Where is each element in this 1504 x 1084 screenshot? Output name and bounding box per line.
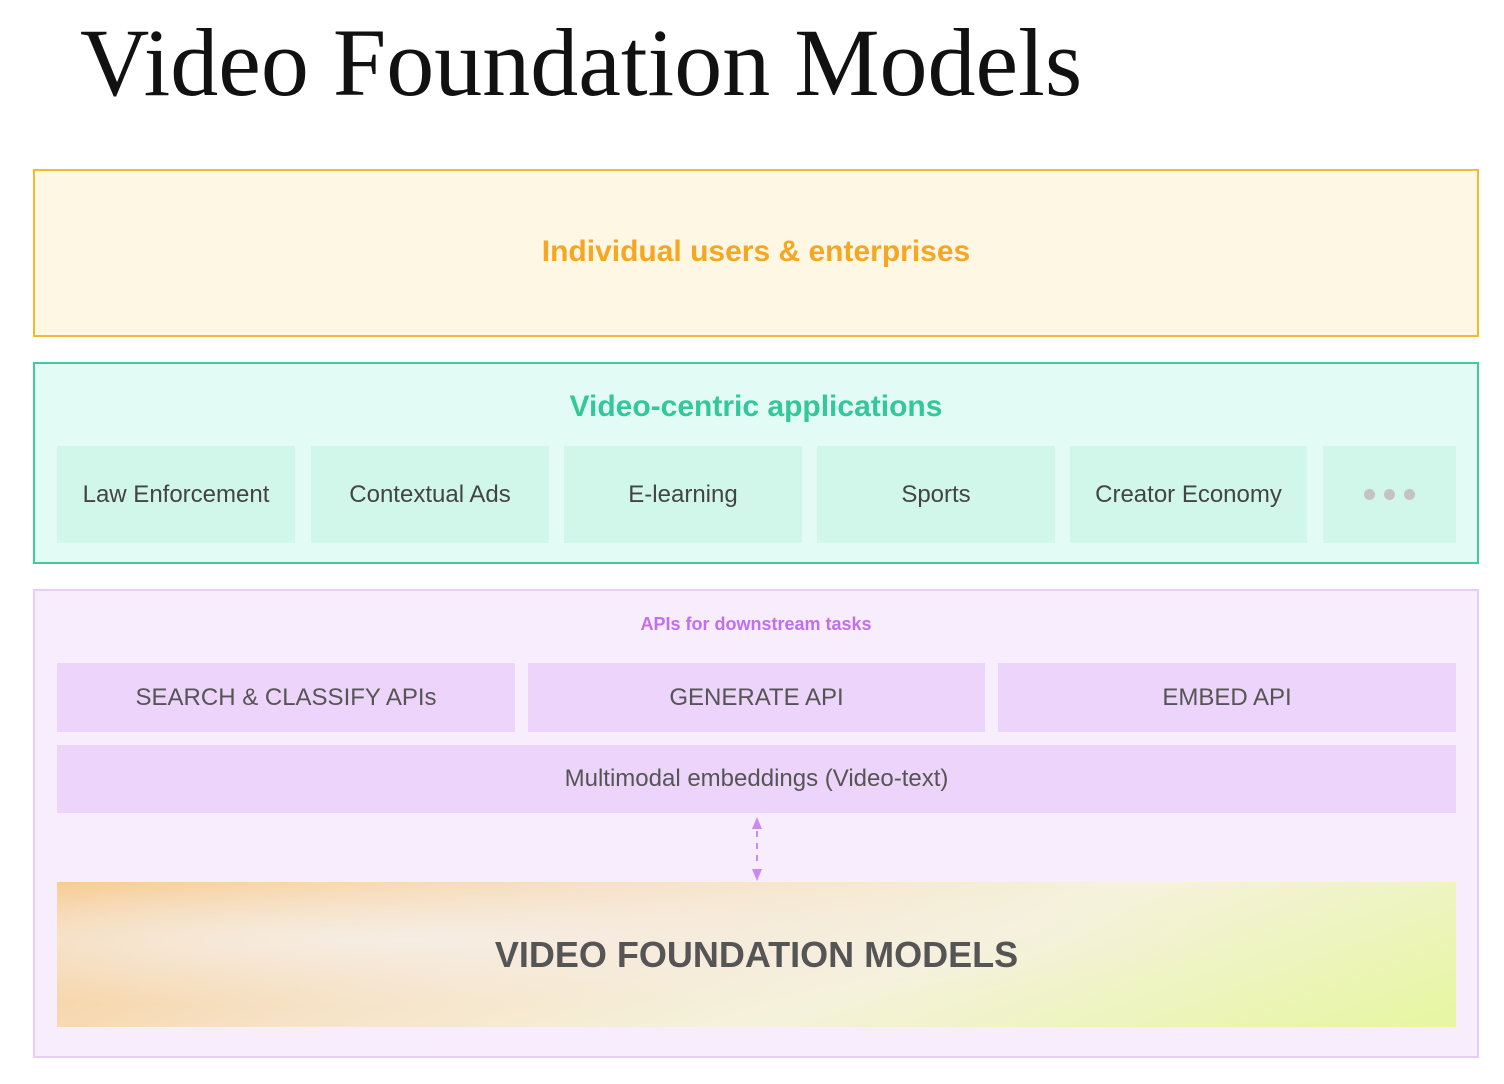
app-tile-e-learning: E-learning	[564, 446, 802, 543]
app-tile-law-enforcement: Law Enforcement	[57, 446, 295, 543]
app-tile-contextual-ads: Contextual Ads	[311, 446, 549, 543]
apis-layer: APIs for downstream tasks SEARCH & CLASS…	[33, 589, 1479, 1058]
app-tile-creator-economy: Creator Economy	[1070, 446, 1307, 543]
multimodal-embeddings-tile: Multimodal embeddings (Video-text)	[57, 745, 1456, 813]
search-classify-api-tile: SEARCH & CLASSIFY APIs	[57, 663, 515, 732]
apis-layer-label: APIs for downstream tasks	[640, 614, 872, 634]
applications-layer: Video-centric applications Law Enforceme…	[33, 362, 1479, 564]
video-foundation-models-block: VIDEO FOUNDATION MODELS	[57, 882, 1456, 1027]
users-layer: Individual users & enterprises	[33, 169, 1479, 337]
ellipsis-icon	[1364, 489, 1415, 500]
app-tile-more	[1323, 446, 1456, 543]
generate-api-tile: GENERATE API	[528, 663, 985, 732]
bidirectional-dashed-arrow-icon	[752, 817, 762, 881]
page-title: Video Foundation Models	[80, 9, 1083, 116]
embed-api-tile: EMBED API	[998, 663, 1456, 732]
applications-layer-label: Video-centric applications	[569, 390, 943, 423]
app-tile-sports: Sports	[817, 446, 1055, 543]
users-layer-label: Individual users & enterprises	[541, 235, 971, 268]
